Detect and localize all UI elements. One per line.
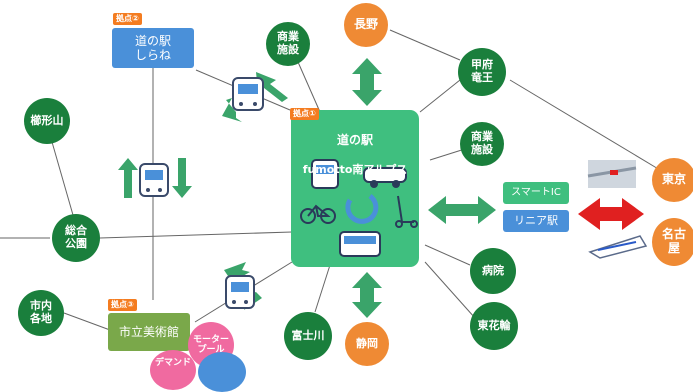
minibus-icon: [339, 231, 381, 257]
double-arrow-down-icon: [352, 272, 382, 318]
node-nagoya-label: 名古 屋: [661, 227, 686, 255]
node-demand-label: デマンド: [154, 357, 191, 368]
bus-icon-hub: [311, 159, 339, 189]
loop-arrow-icon: [345, 193, 379, 224]
station-shirane-box[interactable]: 道の駅 しらね: [112, 28, 194, 68]
link-fujikawa-hub: [314, 264, 331, 313]
link-sogo-hub: [99, 231, 293, 239]
link-byoin-hub: [424, 244, 471, 266]
node-shinai-label: 市内 各地: [30, 299, 52, 325]
bus-icon-museum: [225, 275, 255, 309]
highway-icon: [587, 160, 637, 188]
vertical-swap-arrows-icon: [118, 158, 192, 198]
node-shinai[interactable]: 市内 各地: [18, 290, 64, 336]
museum-tag: 拠点③: [108, 299, 137, 311]
node-motor-pool-label: モーター プール: [192, 334, 229, 355]
node-kushigatayama-label: 櫛形山: [30, 113, 64, 127]
hub-box[interactable]: [291, 110, 419, 267]
museum-label: 市立美術館: [118, 324, 179, 339]
node-nagano-label: 長野: [353, 17, 378, 32]
node-higashi[interactable]: 東花輪: [470, 302, 518, 350]
train-icon: [588, 235, 648, 259]
link-shinai-museum: [63, 312, 111, 331]
red-double-arrow-icon: [578, 198, 644, 230]
smart-ic-box[interactable]: スマートIC: [503, 182, 569, 204]
car-icon: [363, 167, 407, 188]
node-shizuoka[interactable]: 静岡: [345, 322, 389, 366]
node-fujikawa[interactable]: 富士川: [284, 312, 332, 360]
node-nagoya[interactable]: 名古 屋: [652, 218, 693, 266]
smart-ic-label: スマートIC: [511, 187, 561, 198]
bicycle-icon: [300, 204, 336, 224]
node-higashi-label: 東花輪: [477, 318, 511, 332]
double-arrow-up-icon: [352, 58, 382, 106]
node-shogyo-top[interactable]: 商業 施設: [266, 22, 310, 66]
node-shogyo-right[interactable]: 商業 施設: [460, 122, 504, 166]
node-byoin-label: 病院: [482, 263, 504, 277]
station-shirane-tag: 拠点②: [113, 13, 142, 25]
node-shizuoka-label: 静岡: [356, 336, 378, 350]
node-blue-partial: [198, 352, 246, 392]
swap-arrows-icon: [222, 72, 288, 122]
linear-station-label: リニア駅: [514, 214, 558, 228]
link-higashi-hub: [424, 261, 476, 319]
linear-station-box[interactable]: リニア駅: [503, 210, 569, 232]
museum-box[interactable]: 市立美術館: [108, 313, 190, 351]
node-kushigatayama[interactable]: 櫛形山: [24, 98, 70, 144]
node-kofu[interactable]: 甲府 竜王: [458, 48, 506, 96]
bus-icon-shirane: [232, 77, 264, 111]
node-tokyo[interactable]: 東京: [652, 158, 693, 202]
node-nagano[interactable]: 長野: [344, 3, 388, 47]
link-kofu-hub: [419, 79, 461, 113]
hub-tag: 拠点①: [290, 108, 319, 120]
link-nagano-kofu: [389, 29, 461, 61]
node-shogyo-top-label: 商業 施設: [277, 30, 299, 56]
hub-title: 道の駅 fumotto南アルプス: [291, 118, 419, 192]
bus-icon-left: [139, 163, 169, 197]
node-kofu-label: 甲府 竜王: [471, 58, 493, 84]
link-kushi-sogo: [49, 134, 76, 223]
scooter-icon: [395, 195, 418, 228]
node-sogokoen[interactable]: 総合 公園: [52, 214, 100, 262]
node-tokyo-label: 東京: [661, 172, 686, 187]
node-demand[interactable]: デマンド: [150, 350, 196, 390]
node-sogokoen-label: 総合 公園: [65, 224, 87, 250]
node-fujikawa-label: 富士川: [291, 328, 325, 342]
double-arrow-horizontal-icon: [428, 196, 496, 224]
hub-title-line1: 道の駅: [336, 133, 373, 147]
link-kofu-tokyo: [509, 79, 661, 171]
link-shogyo-hub: [297, 61, 321, 113]
node-shogyo-right-label: 商業 施設: [471, 130, 493, 156]
hub-title-line2: fumotto南アルプス: [302, 163, 408, 176]
node-byoin[interactable]: 病院: [470, 248, 516, 294]
station-shirane-label: 道の駅 しらね: [134, 33, 171, 62]
